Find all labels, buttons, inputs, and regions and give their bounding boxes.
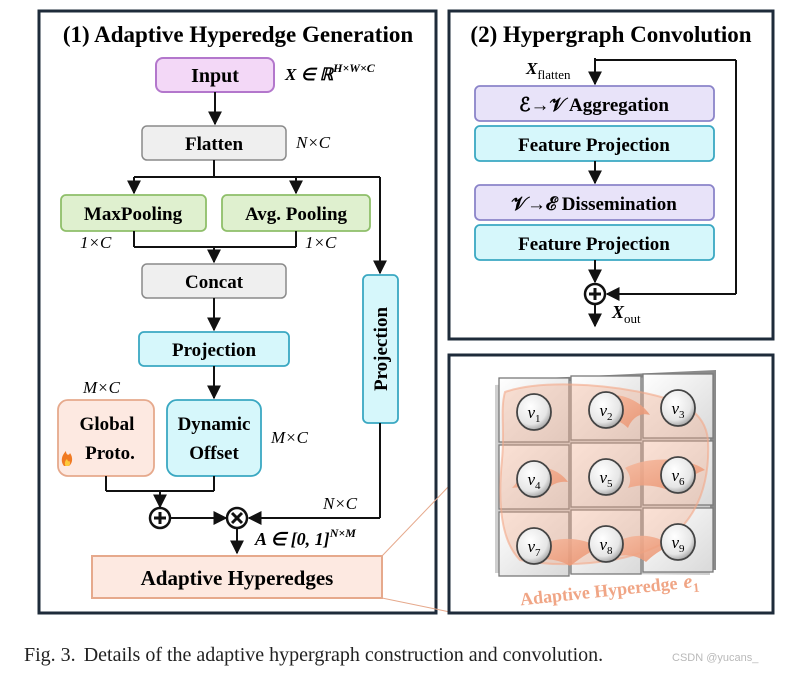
zoom-connector-bottom	[381, 597, 451, 613]
svg-text:v9: v9	[671, 533, 685, 555]
maxpool-label: MaxPooling	[84, 204, 183, 225]
caption-label: Fig. 3.	[24, 644, 76, 666]
dynamic-offset-line2: Offset	[189, 443, 239, 464]
svg-text:v3: v3	[671, 399, 685, 421]
node-v9: v9	[660, 523, 696, 561]
svg-text:v5: v5	[599, 468, 613, 490]
node-v3: v3	[660, 389, 696, 427]
node-v7: v7	[516, 527, 552, 565]
node-v5: v5	[588, 458, 624, 496]
add-icon	[583, 282, 607, 306]
svg-text:v1: v1	[527, 403, 540, 425]
svg-text:v4: v4	[527, 470, 541, 492]
avgpool-label: Avg. Pooling	[245, 204, 348, 225]
figure-caption: Fig. 3. Details of the adaptive hypergrap…	[24, 644, 784, 667]
svg-text:v6: v6	[671, 466, 685, 488]
node-v6: v6	[660, 456, 696, 494]
svg-text:v8: v8	[599, 535, 613, 557]
multiply-icon	[225, 506, 249, 530]
input-label: Input	[191, 65, 239, 87]
flatten-dim: N×C	[295, 133, 331, 152]
feature-projection-2-label: Feature Projection	[518, 234, 670, 255]
svg-text:v2: v2	[599, 401, 612, 423]
dynamic-offset-line1: Dynamic	[178, 414, 251, 435]
dissemination-node	[474, 184, 715, 221]
flatten-label: Flatten	[185, 134, 243, 155]
adaptive-hyperedges-label: Adaptive Hyperedges	[141, 566, 334, 590]
svg-text:v7: v7	[527, 537, 541, 559]
panel1-title: (1) Adaptive Hyperedge Generation	[63, 22, 413, 47]
watermark: CSDN @yucans_	[672, 652, 759, 664]
fire-icon	[61, 451, 73, 466]
diagram: (1) Adaptive Hyperedge Generation Input …	[37, 9, 775, 615]
maxpool-dim: 1×C	[80, 233, 112, 252]
offset-dim: M×C	[270, 428, 309, 447]
zoom-connector-top	[381, 484, 451, 557]
panel2-title: (2) Hypergraph Convolution	[470, 22, 751, 47]
proto-dim: M×C	[82, 378, 121, 397]
dynamic-offset-node	[166, 399, 262, 477]
panel-hypergraph-convolution	[447, 9, 775, 341]
x-flatten-label: Xflatten	[525, 59, 571, 82]
side-projection-label: Projection	[371, 307, 392, 391]
node-v2: v2	[588, 391, 624, 429]
input-shape: X ∈ ℝH×W×C	[284, 61, 376, 84]
caption-text: Details of the adaptive hypergraph const…	[83, 644, 604, 666]
node-v1: v1	[516, 393, 552, 431]
side-dim: N×C	[322, 494, 358, 513]
aggregation-label: ℰ→𝒱 Aggregation	[519, 95, 669, 116]
node-v4: v4	[516, 460, 552, 498]
dissemination-label: 𝒱→ℰ Dissemination	[511, 194, 677, 215]
add-icon	[148, 506, 172, 530]
global-proto-node	[57, 399, 155, 477]
aggregation-node	[474, 85, 715, 122]
concat-label: Concat	[185, 272, 244, 293]
global-proto-line1: Global	[80, 414, 135, 435]
adaptive-hyperedges-node	[91, 555, 383, 599]
a-matrix-label: A ∈ [0, 1]N×M	[254, 526, 356, 549]
global-proto-line2: Proto.	[85, 443, 135, 464]
projection-label: Projection	[172, 340, 256, 361]
feature-projection-1-label: Feature Projection	[518, 135, 670, 156]
x-out-label: Xout	[611, 302, 641, 326]
avgpool-dim: 1×C	[305, 233, 337, 252]
node-v8: v8	[588, 525, 624, 563]
